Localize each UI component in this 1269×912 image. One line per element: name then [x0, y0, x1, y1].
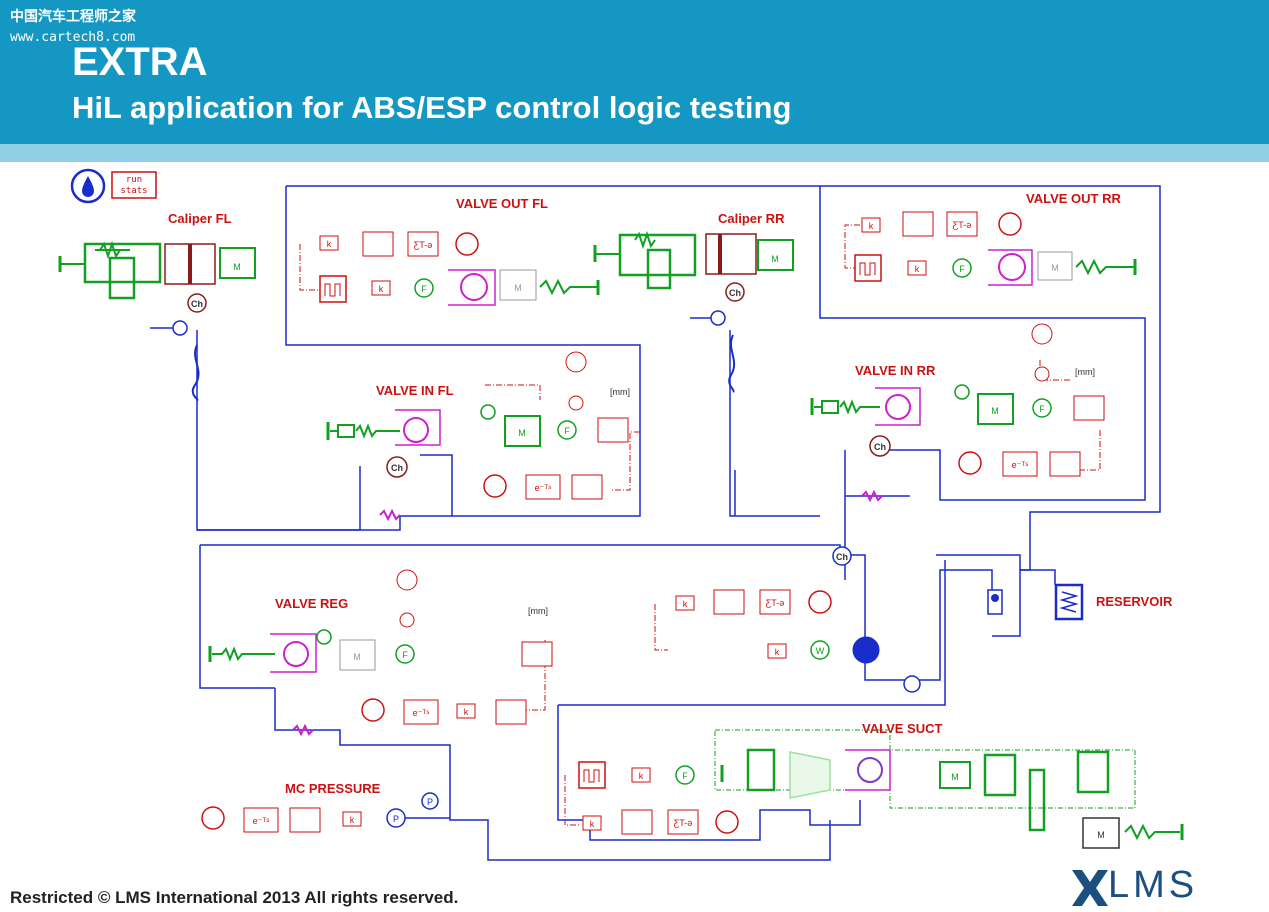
valve-in-rr[interactable]: M F Ch e⁻ᵀˢ	[810, 323, 1105, 503]
virr-exp: e⁻ᵀˢ	[1012, 460, 1029, 470]
vifl-exp: e⁻ᵀˢ	[535, 483, 552, 493]
label-reservoir: RESERVOIR	[1096, 594, 1173, 609]
unit-mm-2: [mm]	[1075, 367, 1095, 377]
vreg-m: M	[353, 652, 361, 662]
valve-in-fl[interactable]: M F Ch e⁻ᵀˢ	[326, 351, 629, 522]
brake-hose-rr	[728, 334, 736, 393]
mc-pressure[interactable]: e⁻ᵀˢ k P P	[201, 792, 450, 833]
caliper-rr-ch: Ch	[729, 288, 741, 298]
valve-suct[interactable]: k F M M k ƸT-ə	[578, 729, 1184, 849]
virr-ch: Ch	[874, 442, 886, 452]
run-stats-line1: run	[126, 175, 142, 185]
copyright-footer: Restricted © LMS International 2013 All …	[10, 888, 459, 907]
label-valve-suct: VALVE SUCT	[862, 721, 942, 736]
vorr-f: F	[959, 264, 965, 274]
valve-out-rr[interactable]: k ƸT-ə k F M	[854, 211, 1137, 286]
vorr-exp-rev: ƸT-ə	[953, 220, 972, 230]
vsuct-m2: M	[1097, 830, 1105, 840]
lms-logo-text: LMS	[1108, 864, 1199, 906]
vreg-exp: e⁻ᵀˢ	[413, 708, 430, 718]
reservoir[interactable]	[1054, 583, 1084, 621]
vreg-f: F	[402, 650, 408, 660]
lms-logo-mark	[1072, 870, 1108, 906]
caliper-fl-m: M	[233, 262, 241, 272]
hydraulic-schematic: run stats Caliper FL	[58, 168, 1184, 861]
check-valve[interactable]	[987, 589, 1003, 615]
pump-w: W	[816, 646, 825, 656]
label-valve-reg: VALVE REG	[275, 596, 348, 611]
pump-exp-rev: ƸT-ə	[766, 598, 785, 608]
vifl-ch: Ch	[391, 463, 403, 473]
mc-k: k	[350, 815, 355, 825]
header-strip	[0, 144, 1269, 162]
label-valve-out-fl: VALVE OUT FL	[456, 196, 548, 211]
vsuct-exp-rev: ƸT-ə	[674, 818, 693, 828]
virr-f: F	[1039, 404, 1045, 414]
vofl-k1: k	[327, 239, 332, 249]
vsuct-k2: k	[590, 819, 595, 829]
mc-exp: e⁻ᵀˢ	[253, 816, 270, 826]
unit-mm-1: [mm]	[610, 387, 630, 397]
run-stats-line2: stats	[120, 186, 147, 196]
caliper-rr[interactable]: M Ch	[593, 230, 794, 326]
caliper-fl-ch: Ch	[191, 299, 203, 309]
label-valve-in-fl: VALVE IN FL	[376, 383, 454, 398]
caliper-rr-m: M	[771, 254, 779, 264]
central-ch: Ch	[836, 552, 848, 562]
vofl-exp-rev: ƸT-ə	[414, 240, 433, 250]
signal-lines	[299, 224, 1101, 826]
page-title: EXTRA	[72, 40, 208, 84]
mc-p1: P	[393, 814, 399, 824]
vofl-m: M	[514, 283, 522, 293]
label-caliper-rr: Caliper RR	[718, 211, 785, 226]
brake-hose-fl	[191, 344, 200, 401]
vsuct-m1: M	[951, 772, 959, 782]
pump-k1: k	[683, 599, 688, 609]
vofl-k2: k	[379, 284, 384, 294]
vsuct-k1: k	[639, 771, 644, 781]
label-valve-out-rr: VALVE OUT RR	[1026, 191, 1121, 206]
watermark-cn: 中国汽车工程师之家	[10, 9, 136, 25]
vifl-f: F	[564, 426, 570, 436]
run-stats-button[interactable]: run stats	[111, 171, 157, 199]
central-ch-node[interactable]: Ch	[832, 546, 852, 566]
mc-p2: P	[427, 797, 433, 807]
virr-m: M	[991, 406, 999, 416]
header-banner	[0, 0, 1269, 144]
page-subtitle: HiL application for ABS/ESP control logi…	[72, 90, 792, 125]
label-valve-in-rr: VALVE IN RR	[855, 363, 936, 378]
vorr-k2: k	[915, 264, 920, 274]
unit-mm-3: [mm]	[528, 606, 548, 616]
vorr-k1: k	[869, 221, 874, 231]
vofl-f: F	[421, 284, 427, 294]
vsuct-f: F	[682, 771, 688, 781]
valve-out-fl[interactable]: k ƸT-ə k F M	[319, 231, 600, 306]
vifl-m: M	[518, 428, 526, 438]
pump-k2: k	[775, 647, 780, 657]
pump-motor-group[interactable]: k ƸT-ə k W	[675, 589, 921, 693]
watermark-url: www.cartech8.com	[10, 30, 136, 45]
run-icon[interactable]	[70, 168, 106, 204]
vreg-k: k	[464, 707, 469, 717]
vorr-m: M	[1051, 263, 1059, 273]
label-mc-pressure: MC PRESSURE	[285, 781, 381, 796]
caliper-fl[interactable]: M Ch	[58, 240, 256, 336]
label-caliper-fl: Caliper FL	[168, 211, 232, 226]
valve-reg[interactable]: M F e⁻ᵀˢ k	[208, 569, 553, 737]
